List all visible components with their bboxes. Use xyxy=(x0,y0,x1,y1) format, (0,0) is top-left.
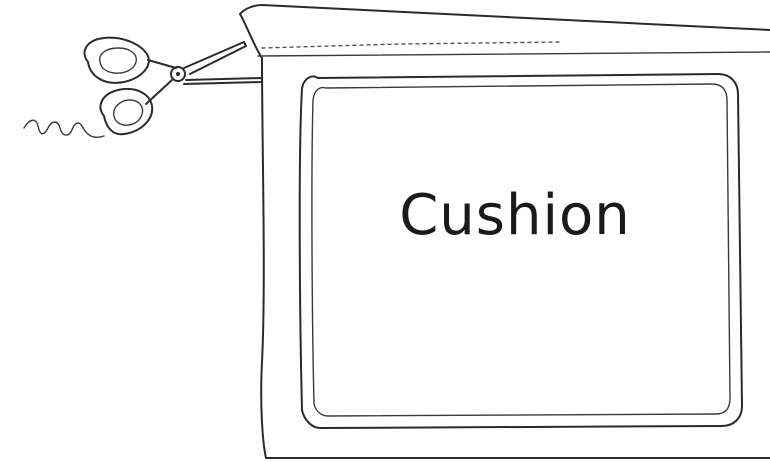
thread-icon xyxy=(24,120,104,137)
cushion-label: Cushion xyxy=(300,188,730,244)
cushion-border xyxy=(300,74,742,428)
cut-line xyxy=(262,42,560,48)
scissors-icon xyxy=(85,38,262,135)
